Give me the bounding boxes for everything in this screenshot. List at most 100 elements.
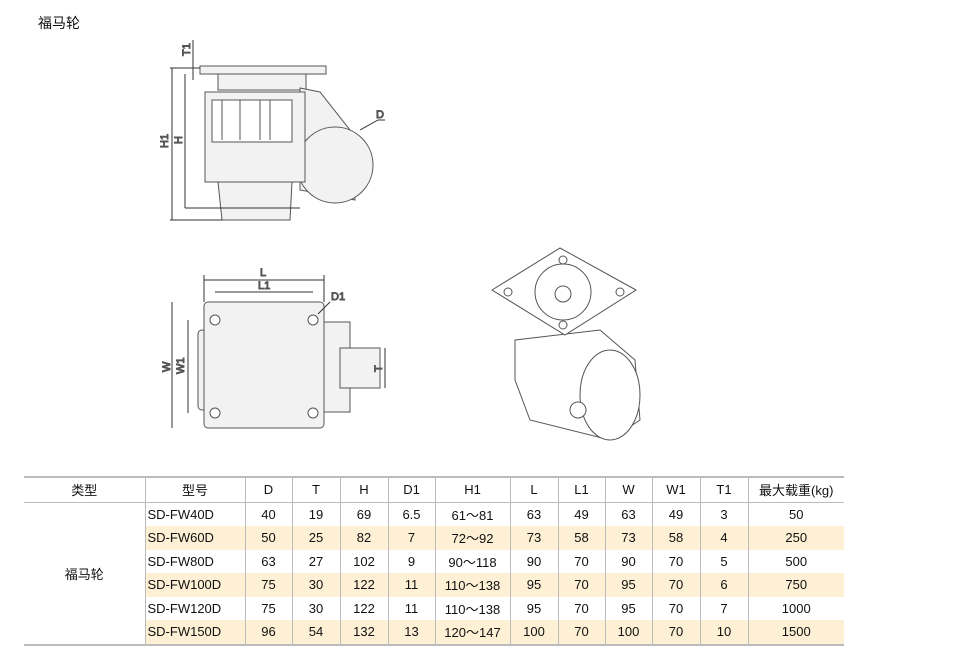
- value-cell: 72～92: [434, 526, 510, 550]
- value-cell: 25: [291, 526, 340, 550]
- value-cell: 70: [651, 549, 700, 573]
- value-cell: 95: [604, 596, 652, 620]
- value-cell: 4: [699, 526, 748, 550]
- column-header: H1: [434, 477, 510, 502]
- column-header: L: [509, 477, 558, 502]
- value-cell: 3: [699, 502, 748, 526]
- technical-drawings: T1 H1 H D L L1 D1 W W1 T: [159, 40, 641, 441]
- value-cell: 61～81: [434, 502, 510, 526]
- value-cell: 1000: [747, 596, 844, 620]
- value-cell: 90～118: [434, 549, 510, 573]
- column-header: 型号: [144, 477, 245, 502]
- value-cell: 6.5: [387, 502, 435, 526]
- model-cell: SD-FW120D: [144, 596, 245, 620]
- column-header: L1: [557, 477, 605, 502]
- value-cell: 110～138: [434, 596, 510, 620]
- value-cell: 9: [387, 549, 435, 573]
- value-cell: 1500: [747, 620, 844, 645]
- value-cell: 110～138: [434, 573, 510, 597]
- value-cell: 70: [651, 596, 700, 620]
- label-t1: T1: [181, 43, 193, 56]
- value-cell: 7: [387, 526, 435, 550]
- isometric-drawing: [491, 247, 641, 441]
- value-cell: 500: [747, 549, 844, 573]
- value-cell: 19: [291, 502, 340, 526]
- value-cell: 40: [244, 502, 292, 526]
- column-header: 类型: [71, 483, 98, 499]
- column-header: W1: [651, 477, 700, 502]
- model-cell: SD-FW100D: [144, 573, 245, 597]
- column-header: H: [339, 477, 388, 502]
- column-header: T: [291, 477, 340, 502]
- page-title: 福马轮: [38, 15, 80, 31]
- value-cell: 750: [747, 573, 844, 597]
- value-cell: 70: [651, 573, 700, 597]
- value-cell: 75: [244, 573, 292, 597]
- value-cell: 122: [339, 573, 388, 597]
- model-cell: SD-FW60D: [144, 526, 245, 550]
- value-cell: 50: [244, 526, 292, 550]
- value-cell: 69: [339, 502, 388, 526]
- value-cell: 73: [509, 526, 558, 550]
- value-cell: 58: [557, 526, 605, 550]
- label-l1: L1: [258, 280, 270, 292]
- value-cell: 70: [557, 549, 605, 573]
- value-cell: 70: [557, 573, 605, 597]
- side-view-drawing: T1 H1 H D: [159, 40, 385, 221]
- column-header: 最大载重(kg): [747, 477, 844, 502]
- label-h1: H1: [159, 134, 171, 148]
- value-cell: 95: [604, 573, 652, 597]
- value-cell: 100: [604, 620, 652, 645]
- model-cell: SD-FW80D: [144, 549, 245, 573]
- value-cell: 63: [509, 502, 558, 526]
- value-cell: 90: [604, 549, 652, 573]
- label-l: L: [260, 267, 266, 279]
- column-header: T1: [699, 477, 748, 502]
- value-cell: 70: [557, 596, 605, 620]
- value-cell: 102: [339, 549, 388, 573]
- value-cell: 70: [651, 620, 700, 645]
- value-cell: 50: [747, 502, 844, 526]
- value-cell: 120～147: [434, 620, 510, 645]
- value-cell: 13: [387, 620, 435, 645]
- value-cell: 63: [604, 502, 652, 526]
- top-view-drawing: L L1 D1 W W1 T: [161, 267, 386, 429]
- value-cell: 70: [557, 620, 605, 645]
- value-cell: 75: [244, 596, 292, 620]
- label-d: D: [376, 109, 384, 121]
- value-cell: 122: [339, 596, 388, 620]
- value-cell: 6: [699, 573, 748, 597]
- value-cell: 73: [604, 526, 652, 550]
- value-cell: 58: [651, 526, 700, 550]
- value-cell: 90: [509, 549, 558, 573]
- label-w1: W1: [175, 358, 187, 375]
- value-cell: 30: [291, 596, 340, 620]
- label-h: H: [173, 136, 185, 144]
- value-cell: 95: [509, 573, 558, 597]
- value-cell: 11: [387, 573, 435, 597]
- value-cell: 11: [387, 596, 435, 620]
- value-cell: 63: [244, 549, 292, 573]
- label-t: T: [373, 365, 385, 372]
- value-cell: 100: [509, 620, 558, 645]
- model-cell: SD-FW150D: [144, 620, 245, 645]
- value-cell: 250: [747, 526, 844, 550]
- value-cell: 7: [699, 596, 748, 620]
- value-cell: 95: [509, 596, 558, 620]
- value-cell: 132: [339, 620, 388, 645]
- column-header: W: [604, 477, 652, 502]
- value-cell: 5: [699, 549, 748, 573]
- value-cell: 96: [244, 620, 292, 645]
- type-cell: 福马轮: [24, 502, 145, 645]
- column-header: D1: [387, 477, 435, 502]
- value-cell: 82: [339, 526, 388, 550]
- label-d1: D1: [331, 291, 345, 303]
- value-cell: 49: [557, 502, 605, 526]
